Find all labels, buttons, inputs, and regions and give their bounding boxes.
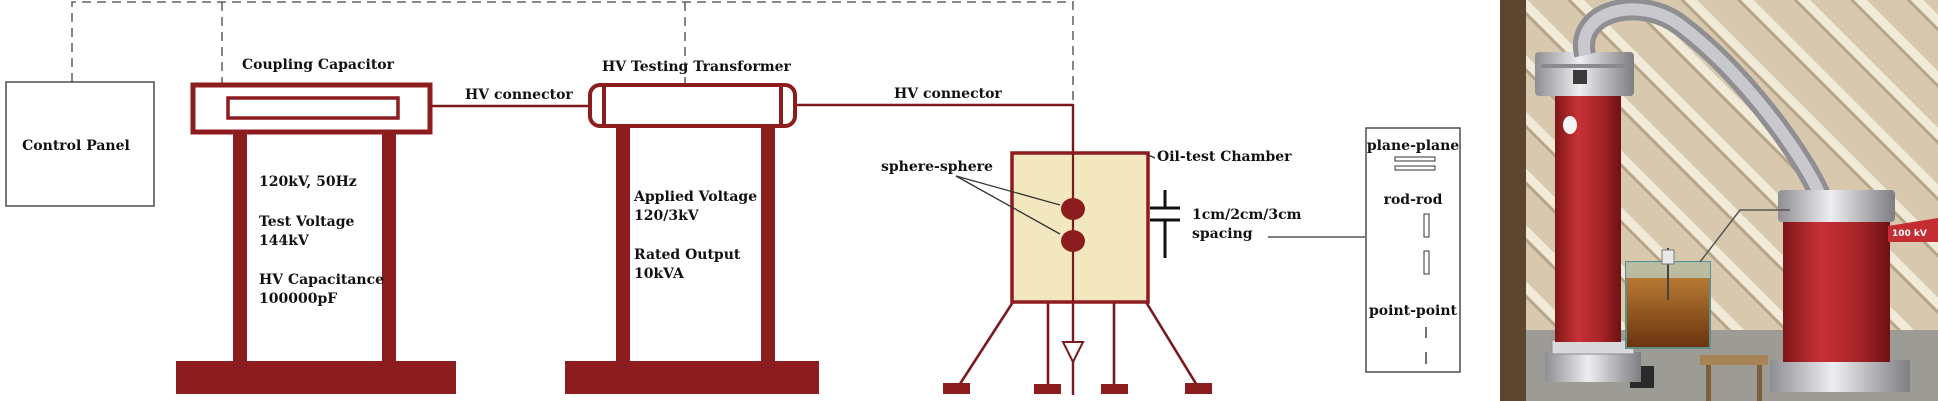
equipment-photo: 100 kV (1500, 0, 1938, 401)
plane-plane-label: plane-plane (1367, 138, 1459, 154)
transformer-applied-value: 120/3kV (634, 208, 700, 224)
transformer-rated-value: 10kVA (634, 266, 685, 282)
capacitor-capacitance-label: HV Capacitance (259, 272, 384, 288)
coupling-capacitor: Coupling Capacitor 120kV, 50Hz Test Volt… (176, 57, 456, 394)
electrode-configurations: plane-plane rod-rod point-point (1365, 127, 1461, 373)
hv-connector-right-label: HV connector (894, 86, 1002, 102)
equipment-rating-label: 100 kV (1892, 229, 1927, 239)
capacitor-rating: 120kV, 50Hz (259, 174, 357, 190)
plane-electrode-icon (1394, 156, 1436, 162)
spacing-values: 1cm/2cm/3cm (1192, 207, 1302, 223)
plane-electrode-icon (1394, 165, 1436, 171)
hv-testing-transformer: HV Testing Transformer Applied Voltage 1… (565, 59, 819, 394)
capacitor-test-voltage-value: 144kV (259, 233, 310, 249)
ground-arrow (1061, 341, 1085, 365)
capacitor-test-voltage-label: Test Voltage (259, 214, 355, 230)
control-panel: Control Panel (5, 81, 155, 207)
control-wiring (71, 1, 1074, 102)
point-point-label: point-point (1369, 303, 1458, 319)
transformer-applied-label: Applied Voltage (633, 189, 757, 205)
spacing-capacitor-icon (1150, 190, 1180, 258)
transformer-title: HV Testing Transformer (602, 59, 792, 75)
oil-test-chamber-label: Oil-test Chamber (1157, 149, 1292, 165)
spacing-label: spacing (1192, 226, 1253, 242)
hv-connector-left-label: HV connector (465, 87, 573, 103)
oil-test-chamber: Oil-test Chamber sphere-sphere (881, 149, 1292, 394)
lower-sphere-electrode (1061, 230, 1085, 252)
transformer-rated-label: Rated Output (634, 247, 741, 263)
upper-sphere-electrode (1061, 198, 1085, 220)
rod-electrode-icon (1423, 250, 1430, 275)
capacitor-capacitance-value: 100000pF (259, 291, 337, 307)
hv-connections (430, 103, 1075, 395)
rod-electrode-icon (1423, 213, 1430, 238)
rod-rod-label: rod-rod (1384, 192, 1443, 208)
coupling-capacitor-title: Coupling Capacitor (242, 57, 395, 73)
control-panel-label: Control Panel (22, 138, 130, 154)
sphere-sphere-label: sphere-sphere (881, 159, 993, 175)
